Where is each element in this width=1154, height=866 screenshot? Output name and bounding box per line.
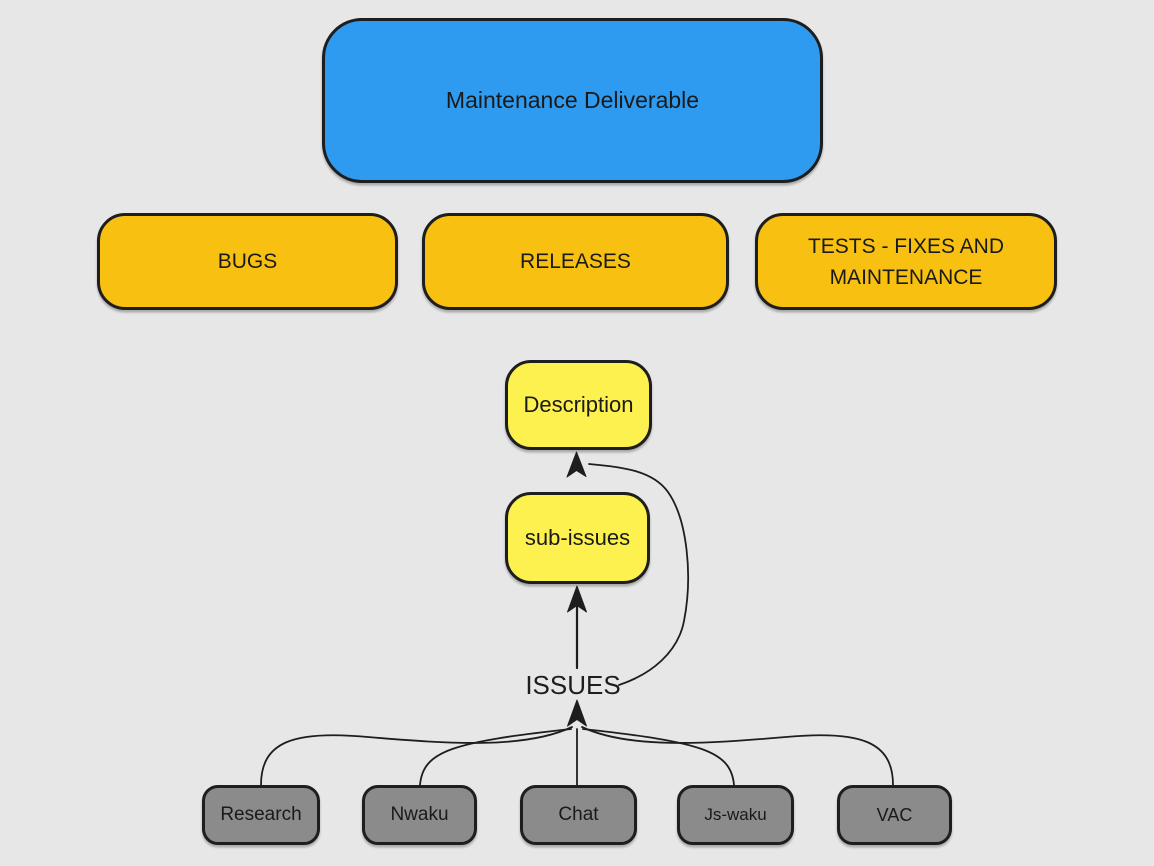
node-tests-fixes-maintenance-label: TESTS - FIXES AND MAINTENANCE (807, 234, 1005, 289)
connector-issues-description (588, 463, 689, 686)
node-maintenance-deliverable: Maintenance Deliverable (322, 18, 823, 183)
node-bugs-label: BUGS (217, 250, 278, 273)
node-js-waku: Js-waku (677, 785, 794, 845)
node-chat: Chat (520, 785, 637, 845)
node-vac-label: VAC (876, 804, 913, 825)
node-description: Description (505, 360, 652, 450)
node-js-waku-label: Js-waku (704, 805, 767, 824)
connector-nwaku-issues (419, 728, 572, 786)
node-releases-label: RELEASES (520, 250, 631, 273)
node-vac: VAC (837, 785, 952, 845)
arrowhead-into-description (566, 451, 587, 478)
node-maintenance-deliverable-label: Maintenance Deliverable (445, 87, 700, 113)
connector-research-issues (260, 726, 573, 786)
issues-label: ISSUES (525, 670, 621, 700)
connector-vac-issues (581, 726, 894, 786)
node-nwaku-label: Nwaku (390, 804, 449, 825)
node-nwaku: Nwaku (362, 785, 477, 845)
node-tests-fixes-maintenance: TESTS - FIXES AND MAINTENANCE (755, 213, 1057, 310)
node-sub-issues: sub-issues (505, 492, 650, 584)
node-research-label: Research (220, 804, 302, 825)
arrowhead-into-subissues (567, 585, 587, 613)
node-releases: RELEASES (422, 213, 729, 310)
connector-jswaku-issues (582, 728, 735, 786)
node-description-label: Description (523, 392, 634, 417)
node-research: Research (202, 785, 320, 845)
node-bugs: BUGS (97, 213, 398, 310)
node-sub-issues-label: sub-issues (524, 525, 631, 550)
arrowhead-into-issues (567, 699, 587, 727)
node-chat-label: Chat (558, 804, 599, 825)
